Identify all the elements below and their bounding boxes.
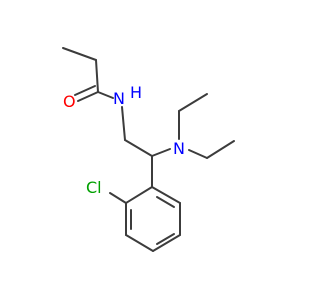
chlorine-label: Cl <box>86 178 102 197</box>
structure-canvas: O N H N Cl <box>62 47 235 252</box>
benzene-ring <box>125 186 181 252</box>
bond-ch2-ch <box>124 139 153 157</box>
bond-ch-amine-n <box>151 148 171 157</box>
bond-ring-chlorine <box>109 192 127 204</box>
bond-carbonyl-oxygen-1 <box>77 91 99 102</box>
bond-carbonyl-amide-n <box>97 91 114 99</box>
bond-ethyl2-ch3 <box>206 140 235 159</box>
bond-carbonyl-oxygen-2 <box>74 85 96 96</box>
amide-hydrogen-label: H <box>130 83 142 102</box>
bond-ch3-ch2 <box>62 47 97 61</box>
bond-amine-n-ethyl2 <box>188 149 208 159</box>
oxygen-label: O <box>63 92 76 111</box>
amide-nitrogen-label: N <box>113 89 125 108</box>
amine-nitrogen-label: N <box>173 139 185 158</box>
bond-ethyl1-ch3 <box>178 93 208 112</box>
bond-amide-n-ch2 <box>121 106 126 141</box>
molecule-diagram: O N H N Cl <box>62 47 235 252</box>
bond-ch2-carbonyl <box>95 59 99 93</box>
